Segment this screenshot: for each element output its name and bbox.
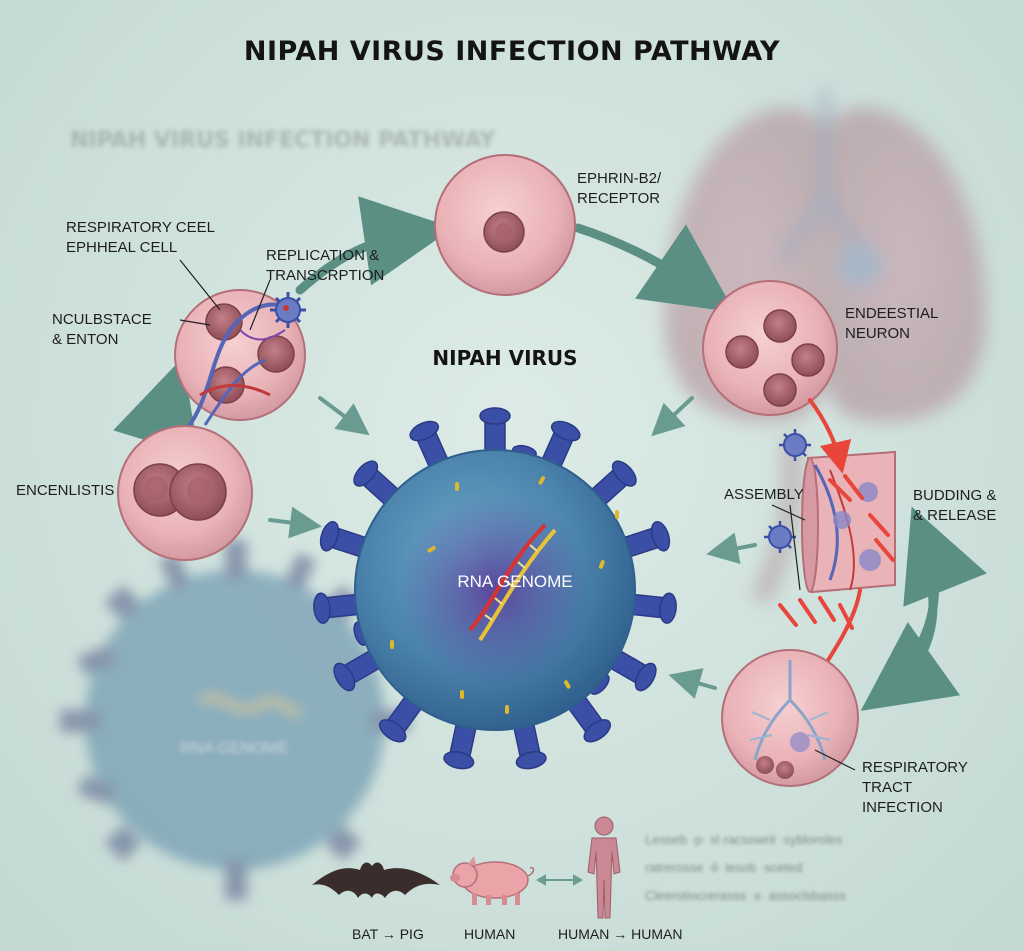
pig-icon bbox=[450, 856, 535, 905]
virion-assembly-1 bbox=[779, 429, 811, 461]
label-human: HUMAN bbox=[464, 926, 516, 942]
ghost-caption-line-1: Lesseb ·p· sl·racsowrit ·sybloroles bbox=[645, 832, 843, 847]
bat-icon bbox=[312, 862, 440, 898]
label-respiratory-cell: RESPIRATORY CEEL EPHHEAL CELL bbox=[66, 219, 215, 256]
inward-arrows bbox=[268, 396, 757, 699]
respiratory-tract-cell bbox=[721, 649, 859, 787]
nipah-virus-particle bbox=[313, 407, 677, 770]
label-respiratory-tract: RESPIRATORY TRACT INFECTION bbox=[862, 759, 968, 816]
pathway-arrows bbox=[113, 196, 987, 711]
arrow-respiratory-to-ephrin bbox=[295, 196, 454, 295]
encenlistis-cell bbox=[117, 425, 253, 561]
label-assembly: ASSEMBLY bbox=[724, 486, 804, 503]
budding-cell-segment bbox=[801, 450, 896, 594]
label-encenlistis: ENCENLISTIS bbox=[16, 482, 115, 499]
virion-small-respiratory bbox=[270, 292, 306, 328]
background-virus-illustration bbox=[60, 540, 410, 900]
ephrin-cell bbox=[434, 154, 576, 296]
label-endeestial-neuron: ENDEESTIAL NEURON bbox=[845, 305, 939, 342]
arrow-ephrin-to-endeestial bbox=[573, 223, 735, 313]
endeestial-cell bbox=[702, 280, 838, 416]
label-nculbstace: NCULBSTACE & ENTON bbox=[52, 311, 152, 348]
page-title: NIPAH VIRUS INFECTION PATHWAY bbox=[243, 36, 781, 67]
label-bat-pig: BAT → PIG bbox=[352, 926, 424, 942]
leader-lines bbox=[179, 259, 856, 771]
ghost-caption-line-2: ratrerosse ·il· lesob ·sceted bbox=[645, 860, 803, 875]
ghost-rna-label: RNA GENOME bbox=[180, 740, 289, 757]
arrow-encenlistis-to-respiratory bbox=[113, 357, 200, 457]
human-icon bbox=[587, 816, 621, 919]
ghost-caption-line-3: Cleerotiocrerasss ·x· assoclsbasss bbox=[645, 888, 846, 903]
label-budding-release: BUDDING & & RELEASE bbox=[913, 487, 997, 524]
ghost-title: NIPAH VIRUS INFECTION PATHWAY bbox=[70, 128, 496, 153]
label-ephrin-receptor: EPHRIN-B2/ RECEPTOR bbox=[577, 170, 662, 207]
respiratory-cell bbox=[174, 289, 306, 432]
virus-title: NIPAH VIRUS bbox=[432, 346, 578, 370]
rna-genome-label: RNA GENOME bbox=[457, 572, 573, 591]
transmission-arrow-icon bbox=[535, 874, 584, 886]
label-replication: REPLICATION & TRANSCRPTION bbox=[266, 247, 385, 284]
label-human-human: HUMAN → HUMAN bbox=[558, 926, 683, 942]
arrow-budding-loop-return bbox=[860, 555, 961, 711]
